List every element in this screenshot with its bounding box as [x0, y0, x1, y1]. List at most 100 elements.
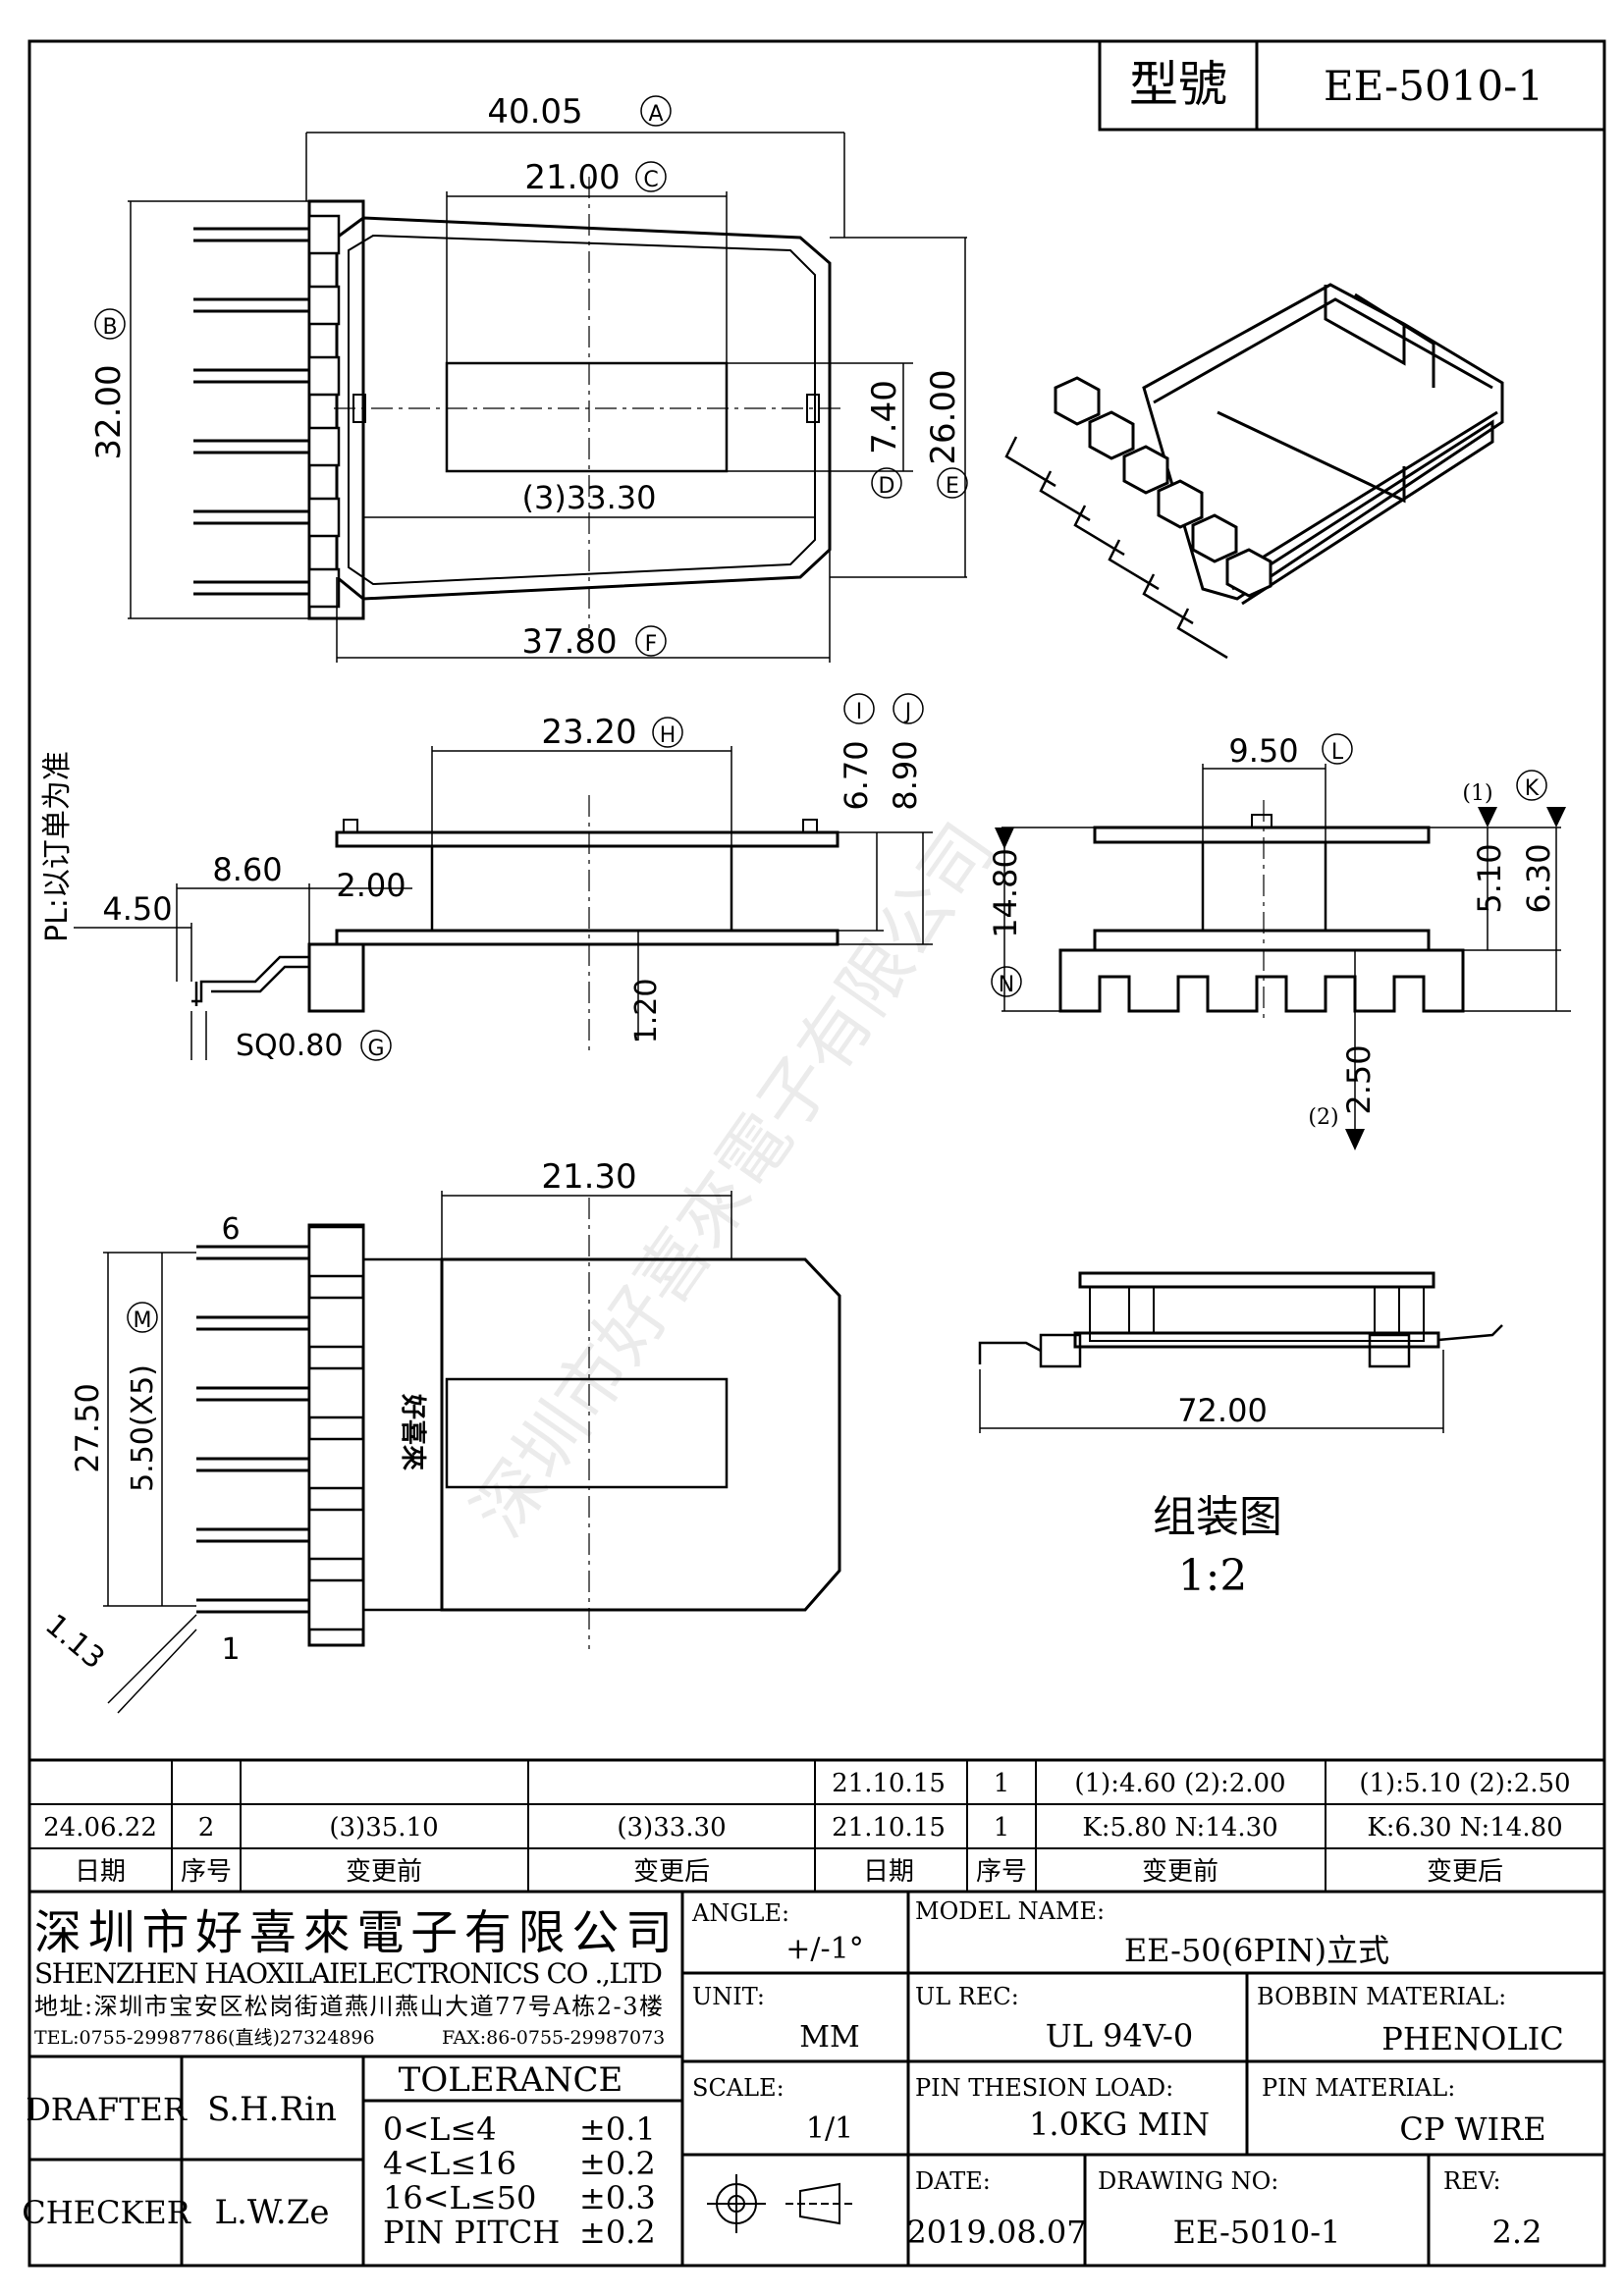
checker-label: CHECKER	[22, 2194, 191, 2231]
hdr-after2: 变更后	[1427, 1857, 1503, 1887]
rev-r2-before1: (3)35.10	[329, 1813, 438, 1842]
date-label: DATE:	[915, 2167, 991, 2195]
circle-c: C	[643, 168, 658, 192]
circle-j: J	[903, 700, 912, 724]
dim-8-90: 8.90	[887, 740, 924, 810]
dim-1-20: 1.20	[629, 979, 664, 1044]
drafter-name: S.H.Rin	[207, 2090, 337, 2129]
tol-value-1: ±0.1	[579, 2110, 656, 2148]
dim-14-80: 14.80	[987, 848, 1024, 938]
dim-2-50: 2.50	[1340, 1044, 1378, 1114]
end-view: 9.50 L 14.80 N (1) K 5.10 6.30 2.50 (2)	[987, 732, 1571, 1150]
dim-5-50-x5: 5.50(X5)	[126, 1364, 160, 1492]
top-view: 40.05 A 21.00 C 32.00 B 7.40 D 26.00 E (…	[89, 92, 968, 663]
watermark: 深圳市好喜來電子有限公司	[457, 809, 1010, 1551]
circle-a: A	[648, 102, 663, 127]
dim-6-70: 6.70	[838, 740, 875, 810]
load-value: 1.0KG MIN	[1029, 2106, 1210, 2143]
load-label: PIN THESION LOAD:	[915, 2074, 1173, 2102]
dim-6-30: 6.30	[1520, 843, 1557, 913]
rev-label: REV:	[1443, 2167, 1501, 2195]
company-address: 地址:深圳市宝安区松岗街道燕川燕山大道77号A栋2-3楼	[34, 1993, 663, 2020]
model-box: 型號 EE-5010-1	[1098, 39, 1606, 132]
pl-note: PL:以订单为准	[40, 751, 75, 942]
mark-2: (2)	[1308, 1105, 1338, 1130]
drafter-label: DRAFTER	[26, 2091, 188, 2128]
dim-32-00: 32.00	[89, 364, 129, 459]
angle-value: +/-1°	[785, 1932, 863, 1966]
dim-37-80: 37.80	[521, 622, 617, 662]
iso-view	[1004, 283, 1504, 660]
dim-5-10: 5.10	[1471, 843, 1508, 913]
drawing-no-label: DRAWING NO:	[1098, 2167, 1278, 2195]
angle-label: ANGLE:	[691, 1899, 789, 1927]
rev-r2-before2: K:5.80 N:14.30	[1082, 1813, 1277, 1842]
unit-label: UNIT:	[692, 1983, 765, 2010]
unit-value: MM	[799, 2020, 859, 2055]
dim-40-05: 40.05	[487, 92, 582, 132]
rev-r1-date2: 21.10.15	[832, 1769, 946, 1798]
circle-b: B	[102, 315, 117, 340]
tol-range-4: PIN PITCH	[383, 2214, 560, 2251]
rev-r2-seq2: 1	[994, 1813, 1010, 1842]
title-block-grid	[29, 1892, 1604, 2266]
drawing-no-value: EE-5010-1	[1173, 2214, 1341, 2251]
circle-g: G	[367, 1037, 384, 1061]
dim-1-13: 1.13	[38, 1608, 111, 1677]
hdr-before1: 变更前	[346, 1857, 422, 1887]
dim-sq0-80: SQ0.80	[236, 1029, 343, 1063]
rev-r1-before2: (1):4.60 (2):2.00	[1074, 1769, 1285, 1798]
dim-7-40: 7.40	[865, 380, 904, 454]
hdr-seq1: 序号	[181, 1857, 232, 1887]
sheet-border	[27, 39, 1606, 2268]
model-name-label: MODEL NAME:	[915, 1897, 1105, 1925]
tol-value-2: ±0.2	[579, 2145, 656, 2182]
pin-6: 6	[221, 1212, 240, 1247]
pin-material-value: CP WIRE	[1399, 2110, 1545, 2148]
rev-r2-after2: K:6.30 N:14.80	[1367, 1813, 1562, 1842]
company-fax: FAX:86-0755-29987073	[442, 2027, 665, 2049]
dim-4-50: 4.50	[102, 890, 172, 928]
scale-label: SCALE:	[692, 2074, 785, 2102]
circle-h: H	[660, 723, 677, 748]
model-label: 型號	[1129, 56, 1227, 113]
tol-range-1: 0<L≤4	[383, 2110, 497, 2148]
assembly-title: 组装图	[1153, 1492, 1282, 1542]
bobbin-value: PHENOLIC	[1381, 2020, 1563, 2057]
marking: 好喜來	[398, 1393, 427, 1470]
rev-r2-seq1: 2	[198, 1813, 215, 1842]
rev-r1-after2: (1):5.10 (2):2.50	[1359, 1769, 1570, 1798]
hdr-date2: 日期	[863, 1857, 914, 1887]
model-name-value: EE-50(6PIN)立式	[1124, 1932, 1389, 1969]
circle-e: E	[946, 474, 959, 499]
rev-r2-after1: (3)33.30	[617, 1813, 726, 1842]
pin-1: 1	[221, 1632, 240, 1667]
dim-33-30: (3)33.30	[522, 479, 657, 516]
date-value: 2019.08.07	[906, 2214, 1086, 2251]
company-name-en: SHENZHEN HAOXILAIELECTRONICS CO .,LTD	[34, 1957, 663, 1990]
rev-r2-date1: 24.06.22	[43, 1813, 157, 1842]
circle-i: I	[856, 700, 863, 724]
tol-range-3: 16<L≤50	[383, 2179, 536, 2216]
circle-f: F	[645, 632, 658, 657]
revision-table	[29, 1758, 1604, 1894]
company-name-cn: 深圳市好喜來電子有限公司	[34, 1905, 673, 1960]
ul-value: UL 94V-0	[1046, 2017, 1193, 2055]
mark-1: (1)	[1462, 781, 1492, 806]
dim-9-50: 9.50	[1228, 732, 1298, 770]
dim-23-20: 23.20	[541, 713, 636, 752]
scale-value: 1/1	[806, 2111, 853, 2146]
tol-value-4: ±0.2	[579, 2214, 656, 2251]
checker-name: L.W.Ze	[215, 2193, 330, 2232]
dim-21-30: 21.30	[541, 1157, 636, 1197]
dim-72-00: 72.00	[1177, 1392, 1268, 1429]
circle-l: L	[1331, 740, 1344, 765]
model-value: EE-5010-1	[1324, 62, 1543, 110]
revision-text: 21.10.15 1 (1):4.60 (2):2.00 (1):5.10 (2…	[43, 1769, 1571, 1887]
bottom-view: 好喜來 6 1 21.30 27.50 5.50(X5) M 1.13	[38, 1157, 841, 1714]
circle-n: N	[999, 973, 1014, 997]
tol-value-3: ±0.3	[579, 2179, 656, 2216]
rev-value: 2.2	[1492, 2214, 1543, 2251]
hdr-before2: 变更前	[1142, 1857, 1218, 1887]
side-view: PL:以订单为准 23.20 H 6.70 8.90 I J 8	[40, 693, 933, 1063]
